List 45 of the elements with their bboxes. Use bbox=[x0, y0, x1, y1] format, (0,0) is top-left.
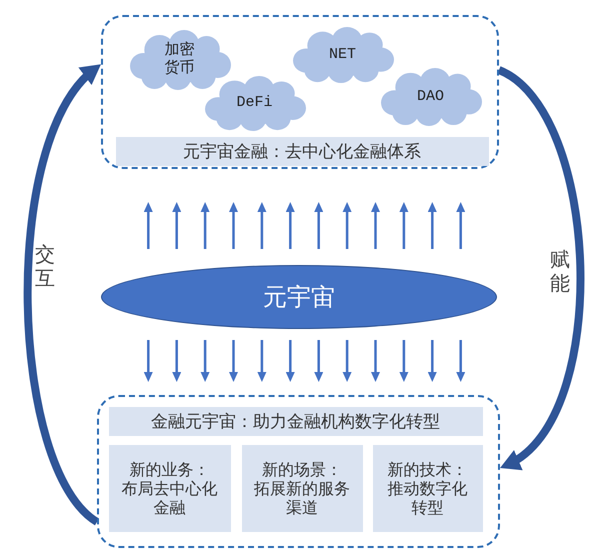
dashed-frame bbox=[97, 395, 500, 548]
arrow bbox=[286, 202, 295, 249]
arrow bbox=[200, 340, 210, 382]
cloud-label: DAO bbox=[416, 88, 444, 106]
arrow bbox=[172, 340, 182, 382]
info-box bbox=[242, 444, 362, 532]
box-heading: 新的业务： bbox=[130, 460, 210, 478]
arrow bbox=[144, 340, 153, 382]
arrow bbox=[456, 340, 466, 382]
box-text: 拓展新的服务渠道 bbox=[253, 478, 351, 516]
cloud-label: NET bbox=[328, 46, 356, 64]
arrow bbox=[286, 340, 295, 382]
info-box bbox=[108, 444, 230, 532]
cloud-label: DeFi bbox=[236, 94, 272, 112]
arrow bbox=[399, 340, 408, 382]
title-band: 金融元宇宙：助力金融机构数字化转型 bbox=[108, 406, 482, 436]
dashed-frame bbox=[101, 15, 499, 169]
arrow bbox=[257, 340, 266, 382]
ellipse: 元宇宙 bbox=[101, 265, 497, 329]
box-text: 布局去中心化金融 bbox=[120, 478, 218, 516]
arrow bbox=[342, 202, 352, 249]
arrow bbox=[428, 340, 437, 382]
arrow bbox=[314, 202, 324, 249]
arrow bbox=[314, 340, 324, 382]
arrow bbox=[371, 202, 380, 249]
arrow bbox=[144, 202, 153, 249]
box-heading: 新的技术： bbox=[388, 460, 468, 478]
arrow bbox=[496, 66, 584, 470]
arrow bbox=[24, 63, 100, 525]
title-band: 元宇宙金融：去中心化金融体系 bbox=[116, 136, 488, 166]
info-box bbox=[372, 444, 482, 532]
arrow bbox=[456, 202, 466, 249]
box-heading: 新的场景： bbox=[262, 460, 342, 478]
edge-label: 赋能 bbox=[550, 247, 570, 295]
arrow bbox=[229, 202, 238, 249]
arrow bbox=[229, 340, 238, 382]
arrow bbox=[342, 340, 352, 382]
arrow bbox=[200, 202, 210, 249]
arrow bbox=[371, 340, 380, 382]
cloud-label: 加密货币 bbox=[164, 42, 196, 78]
arrow bbox=[172, 202, 182, 249]
arrow bbox=[399, 202, 408, 249]
box-text: 推动数字化转型 bbox=[386, 478, 468, 516]
arrow bbox=[257, 202, 266, 249]
arrow bbox=[428, 202, 437, 249]
